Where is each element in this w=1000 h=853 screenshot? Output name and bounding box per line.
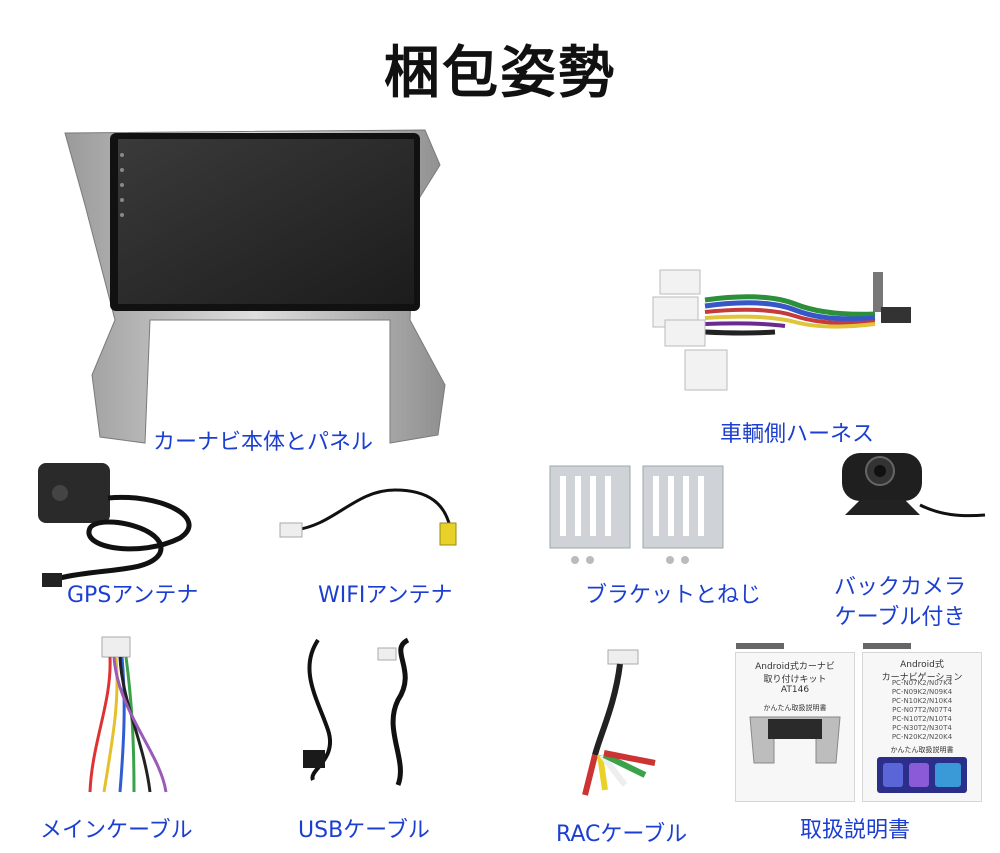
manual-label: 取扱説明書 <box>800 818 911 843</box>
harness-label: 車輌側ハーネス <box>720 422 875 447</box>
gps-antenna-label: GPSアンテナ <box>67 583 199 608</box>
main-cable-image <box>88 636 168 793</box>
manual-footer: かんたん取扱説明書 <box>763 704 827 712</box>
manual-title: Android式カーナビ 取り付けキット <box>755 662 835 685</box>
manual-title: Android式 カーナビゲーション <box>881 660 963 683</box>
camera-image <box>842 453 986 518</box>
head-unit-label: カーナビ本体とパネル <box>153 430 374 455</box>
page-title: 梱包姿勢 <box>384 41 616 106</box>
manual-code: AT146 <box>780 685 810 695</box>
manual-footer: かんたん取扱説明書 <box>890 746 954 754</box>
main-cable-label: メインケーブル <box>40 818 193 843</box>
usb-cable-label: USBケーブル <box>298 818 430 843</box>
head-unit-image <box>64 129 446 444</box>
harness-image <box>652 269 911 391</box>
manual-screen-illustration <box>877 757 967 793</box>
usb-cable-image <box>303 637 410 786</box>
camera-label: バックカメラ ケーブル付き <box>833 575 966 630</box>
gps-antenna-image <box>38 463 192 587</box>
manual-bar <box>863 643 911 649</box>
manual-models: PC-N07K2/N07K4 PC-N09K2/N09K4 PC-N10K2/N… <box>891 679 953 741</box>
wifi-antenna-image <box>279 488 457 546</box>
manual-booklet-1: Android式カーナビ 取り付けキット AT146 かんたん取扱説明書 <box>735 643 855 802</box>
bracket-image <box>549 465 724 564</box>
wifi-antenna-label: WIFIアンテナ <box>318 583 453 608</box>
manual-booklet-2: Android式 カーナビゲーション PC-N07K2/N07K4 PC-N09… <box>862 643 982 802</box>
bracket-label: ブラケットとねじ <box>585 583 762 608</box>
manual-bar <box>736 643 784 649</box>
rca-cable-label: RACケーブル <box>556 822 688 847</box>
rca-cable-image <box>582 649 656 796</box>
manual-panel-illustration <box>749 716 841 764</box>
